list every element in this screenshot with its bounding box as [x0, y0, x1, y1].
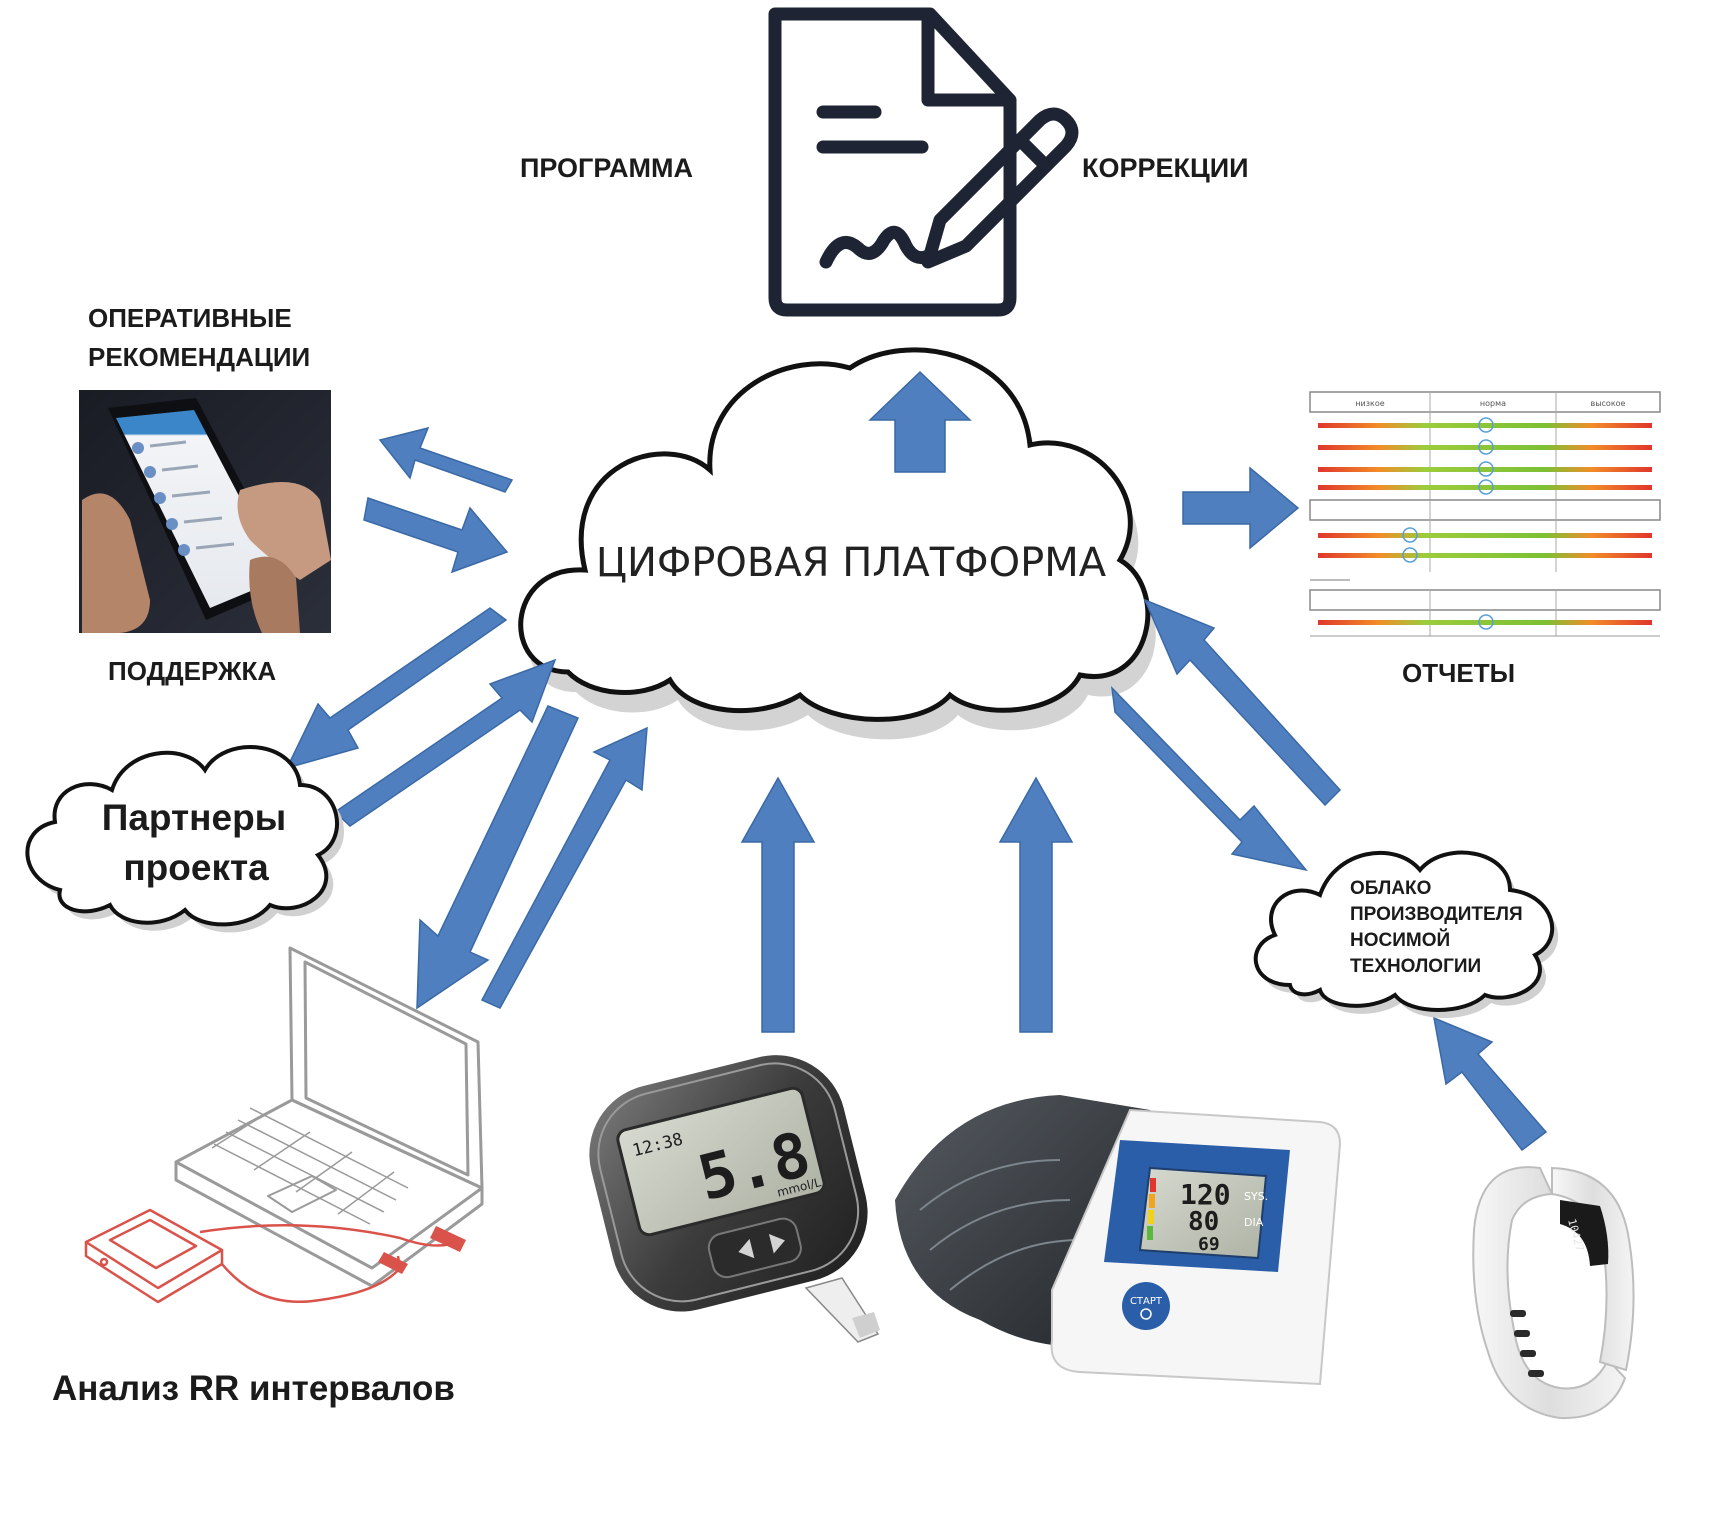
left-button-icon [738, 1238, 755, 1259]
report-block-3 [1309, 579, 1661, 637]
report-block-2 [1309, 499, 1661, 572]
power-icon [1140, 1308, 1152, 1320]
program-label: ПРОГРАММА [520, 153, 693, 183]
laptop-icon [174, 946, 484, 1288]
glucometer-image: 12:38 5.8 mmol/L [589, 1055, 880, 1343]
arrow-to-reports [1182, 466, 1300, 550]
vendor-cloud-line2: ПРОИЗВОДИТЕЛЯ [1350, 904, 1523, 925]
arrow-from-laptop [480, 726, 648, 1009]
vendor-cloud-line4: ТЕХНОЛОГИИ [1350, 956, 1481, 977]
recommendations-label-line2: РЕКОМЕНДАЦИИ [88, 342, 310, 372]
right-button-icon [768, 1234, 785, 1254]
arrow-to-program [868, 370, 972, 473]
report-header-high: высокое [1591, 399, 1626, 408]
recommendations-label-line1: ОПЕРАТИВНЫЕ [88, 303, 292, 333]
vendor-cloud-line1: ОБЛАКО [1350, 878, 1431, 899]
rr-analysis-label: Анализ RR интервалов [52, 1369, 455, 1408]
reports-label: ОТЧЕТЫ [1402, 658, 1515, 688]
vendor-cloud-line3: НОСИМОЙ [1350, 929, 1450, 951]
flow-arrows [285, 370, 1548, 1152]
bp-start-button-icon [1122, 1282, 1170, 1330]
arrow-to-recommendations [378, 426, 514, 493]
arrow-from-recommendations [363, 497, 509, 574]
arrow-from-bp-monitor [998, 776, 1074, 1033]
arrow-to-vendor-cloud [1110, 685, 1308, 872]
rr-connector-plugs [378, 1226, 466, 1274]
bp-level-bar [1147, 1178, 1156, 1240]
test-strip [804, 1277, 880, 1343]
platform-title: ЦИФРОВАЯ ПЛАТФОРМА [596, 540, 1107, 586]
bp-sys-label: SYS. [1244, 1190, 1268, 1203]
report-header-normal: норма [1480, 399, 1506, 408]
partners-label-line1: Партнеры [102, 797, 287, 838]
digital-platform-cloud [518, 347, 1156, 740]
bp-sys-value: 120 [1180, 1178, 1231, 1211]
support-label: ПОДДЕРЖКА [108, 656, 276, 686]
correction-label: КОРРЕКЦИИ [1082, 153, 1249, 183]
bp-dia-value: 80 [1188, 1207, 1219, 1237]
vendor-cloud [1253, 850, 1559, 1018]
arrow-from-vendor-cloud [1143, 598, 1342, 807]
smartphone-photo [79, 390, 331, 633]
partners-label-line2: проекта [123, 847, 269, 888]
rr-sensor-device-icon [84, 1208, 461, 1304]
arrow-from-partners [333, 658, 557, 827]
bp-pulse-value: 69 [1198, 1234, 1220, 1255]
reports-table-image: низкое норма высокое [1309, 391, 1661, 637]
document-pen-icon [768, 7, 1079, 317]
bp-start-label: СТАРТ [1130, 1296, 1163, 1307]
chat-list-icon [132, 442, 190, 556]
report-header-low: низкое [1355, 399, 1384, 408]
report-block-1: низкое норма высокое [1309, 391, 1661, 500]
blood-pressure-monitor-image: 120 80 69 SYS. DIA СТАРТ [895, 1095, 1342, 1386]
partners-cloud [25, 745, 345, 933]
arrow-to-laptop [416, 705, 580, 1010]
fitness-bracelet-image: 10427 [1472, 1166, 1635, 1420]
bp-dia-label: DIA [1244, 1216, 1264, 1229]
arrow-from-bracelet [1433, 1016, 1548, 1152]
arrow-to-partners [285, 607, 508, 770]
arrow-from-glucometer [740, 776, 816, 1033]
